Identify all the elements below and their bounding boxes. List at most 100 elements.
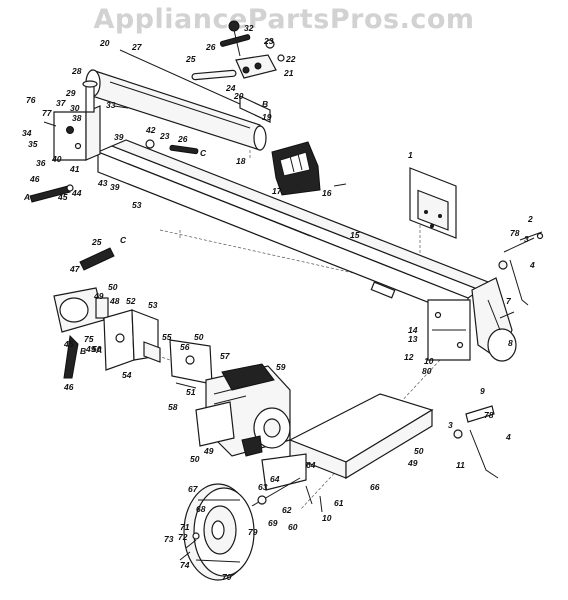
safety-decal-plate[interactable] [409, 167, 457, 239]
callout-48: 48 [109, 296, 120, 306]
callout-29: 29 [65, 88, 76, 98]
callout-26: 26 [177, 134, 188, 144]
callout-49: 49 [93, 291, 104, 301]
callout-1: 1 [408, 150, 413, 160]
safety-chain-upper[interactable] [498, 232, 544, 306]
callout-41: 41 [69, 164, 80, 174]
callout-50: 50 [190, 454, 200, 464]
callout-59: 59 [276, 362, 286, 372]
callout-72: 72 [178, 532, 188, 542]
callout-64: 64 [270, 474, 280, 484]
callout-47: 47 [69, 264, 81, 274]
callout-21: 21 [283, 68, 294, 78]
callout-22: 22 [285, 54, 296, 64]
callout-38: 38 [72, 113, 82, 123]
callout-25: 25 [185, 54, 196, 64]
callout-78: 78 [484, 410, 494, 420]
callout-10: 10 [322, 513, 332, 523]
coupling-plate[interactable] [143, 339, 213, 385]
callout-60: 60 [288, 522, 298, 532]
callout-78: 78 [510, 228, 520, 238]
pump-mount-bracket[interactable] [103, 309, 159, 371]
callout-70: 70 [222, 572, 232, 582]
callout-24: 24 [225, 83, 236, 93]
safety-chain-lower[interactable] [453, 405, 499, 479]
callout-45: 45 [57, 192, 68, 202]
valve-top-assembly[interactable] [191, 20, 277, 81]
callout-49: 49 [407, 458, 418, 468]
callout-69: 69 [268, 518, 278, 528]
callout-73: 73 [164, 534, 174, 544]
callout-50: 50 [194, 332, 204, 342]
callout-63: 63 [258, 482, 268, 492]
control-valve[interactable] [271, 141, 321, 196]
callout-34: 34 [22, 128, 32, 138]
left-bracket[interactable] [53, 80, 101, 161]
callout-36: 36 [36, 158, 46, 168]
callout-23: 23 [159, 131, 170, 141]
callout-80: 80 [422, 366, 432, 376]
callout-46: 46 [29, 174, 40, 184]
callout-26: 26 [205, 42, 216, 52]
callout-3: 3 [524, 234, 529, 244]
callout-labels: 1 2 3 3 4 4 7 8 9 10 10 11 12 13 14 15 1… [22, 23, 535, 582]
callout-A: A [95, 345, 102, 355]
callout-54: 54 [122, 370, 132, 380]
bolt-hardware [43, 105, 543, 513]
callout-2: 2 [527, 214, 533, 224]
callout-79: 79 [248, 527, 258, 537]
callout-B: B [80, 346, 86, 356]
hose-left[interactable] [29, 184, 74, 203]
callout-50: 50 [108, 282, 118, 292]
callout-64: 64 [306, 460, 316, 470]
callout-14: 14 [408, 325, 418, 335]
callout-39: 39 [110, 182, 120, 192]
callout-49: 49 [203, 446, 214, 456]
callout-57: 57 [220, 351, 231, 361]
callout-39: 39 [114, 132, 124, 142]
hub-hardware[interactable] [179, 532, 200, 561]
callout-17: 17 [272, 186, 283, 196]
callout-37: 37 [56, 98, 67, 108]
callout-4: 4 [529, 260, 535, 270]
beam-end-plate[interactable] [427, 299, 471, 361]
hose-middle[interactable] [145, 139, 199, 155]
callout-51: 51 [186, 387, 196, 397]
hose-upper[interactable] [119, 34, 285, 105]
callout-19: 19 [262, 112, 272, 122]
callout-11: 11 [456, 460, 465, 470]
callout-4: 4 [505, 432, 511, 442]
callout-3: 3 [448, 420, 453, 430]
callout-74: 74 [180, 560, 190, 570]
callout-16: 16 [322, 188, 332, 198]
callout-18: 18 [236, 156, 246, 166]
callout-42: 42 [145, 125, 156, 135]
callout-20: 20 [233, 91, 244, 101]
callout-67: 67 [188, 484, 199, 494]
callout-40: 40 [51, 154, 62, 164]
callout-56: 56 [180, 342, 190, 352]
axle-frame[interactable] [261, 393, 434, 491]
callout-8: 8 [508, 338, 513, 348]
callout-66: 66 [370, 482, 380, 492]
callout-28: 28 [71, 66, 82, 76]
callout-55: 55 [162, 332, 172, 342]
callout-45: 45 [63, 339, 74, 349]
callout-27: 27 [131, 42, 143, 52]
wheel-tire[interactable] [183, 483, 255, 581]
splitting-wedge[interactable] [471, 277, 517, 362]
callout-A: A [23, 192, 30, 202]
callout-20: 20 [99, 38, 110, 48]
callout-77: 77 [42, 108, 53, 118]
callout-44: 44 [71, 188, 82, 198]
callout-68: 68 [196, 504, 206, 514]
callout-53: 53 [132, 200, 142, 210]
callout-61: 61 [334, 498, 344, 508]
callout-43: 43 [97, 178, 108, 188]
engine[interactable] [195, 363, 291, 457]
watermark-text: AppliancePartsPros.com [93, 4, 475, 35]
callout-25: 25 [91, 237, 102, 247]
axle-shaft[interactable] [251, 477, 313, 507]
hydraulic-pump[interactable] [53, 247, 115, 379]
